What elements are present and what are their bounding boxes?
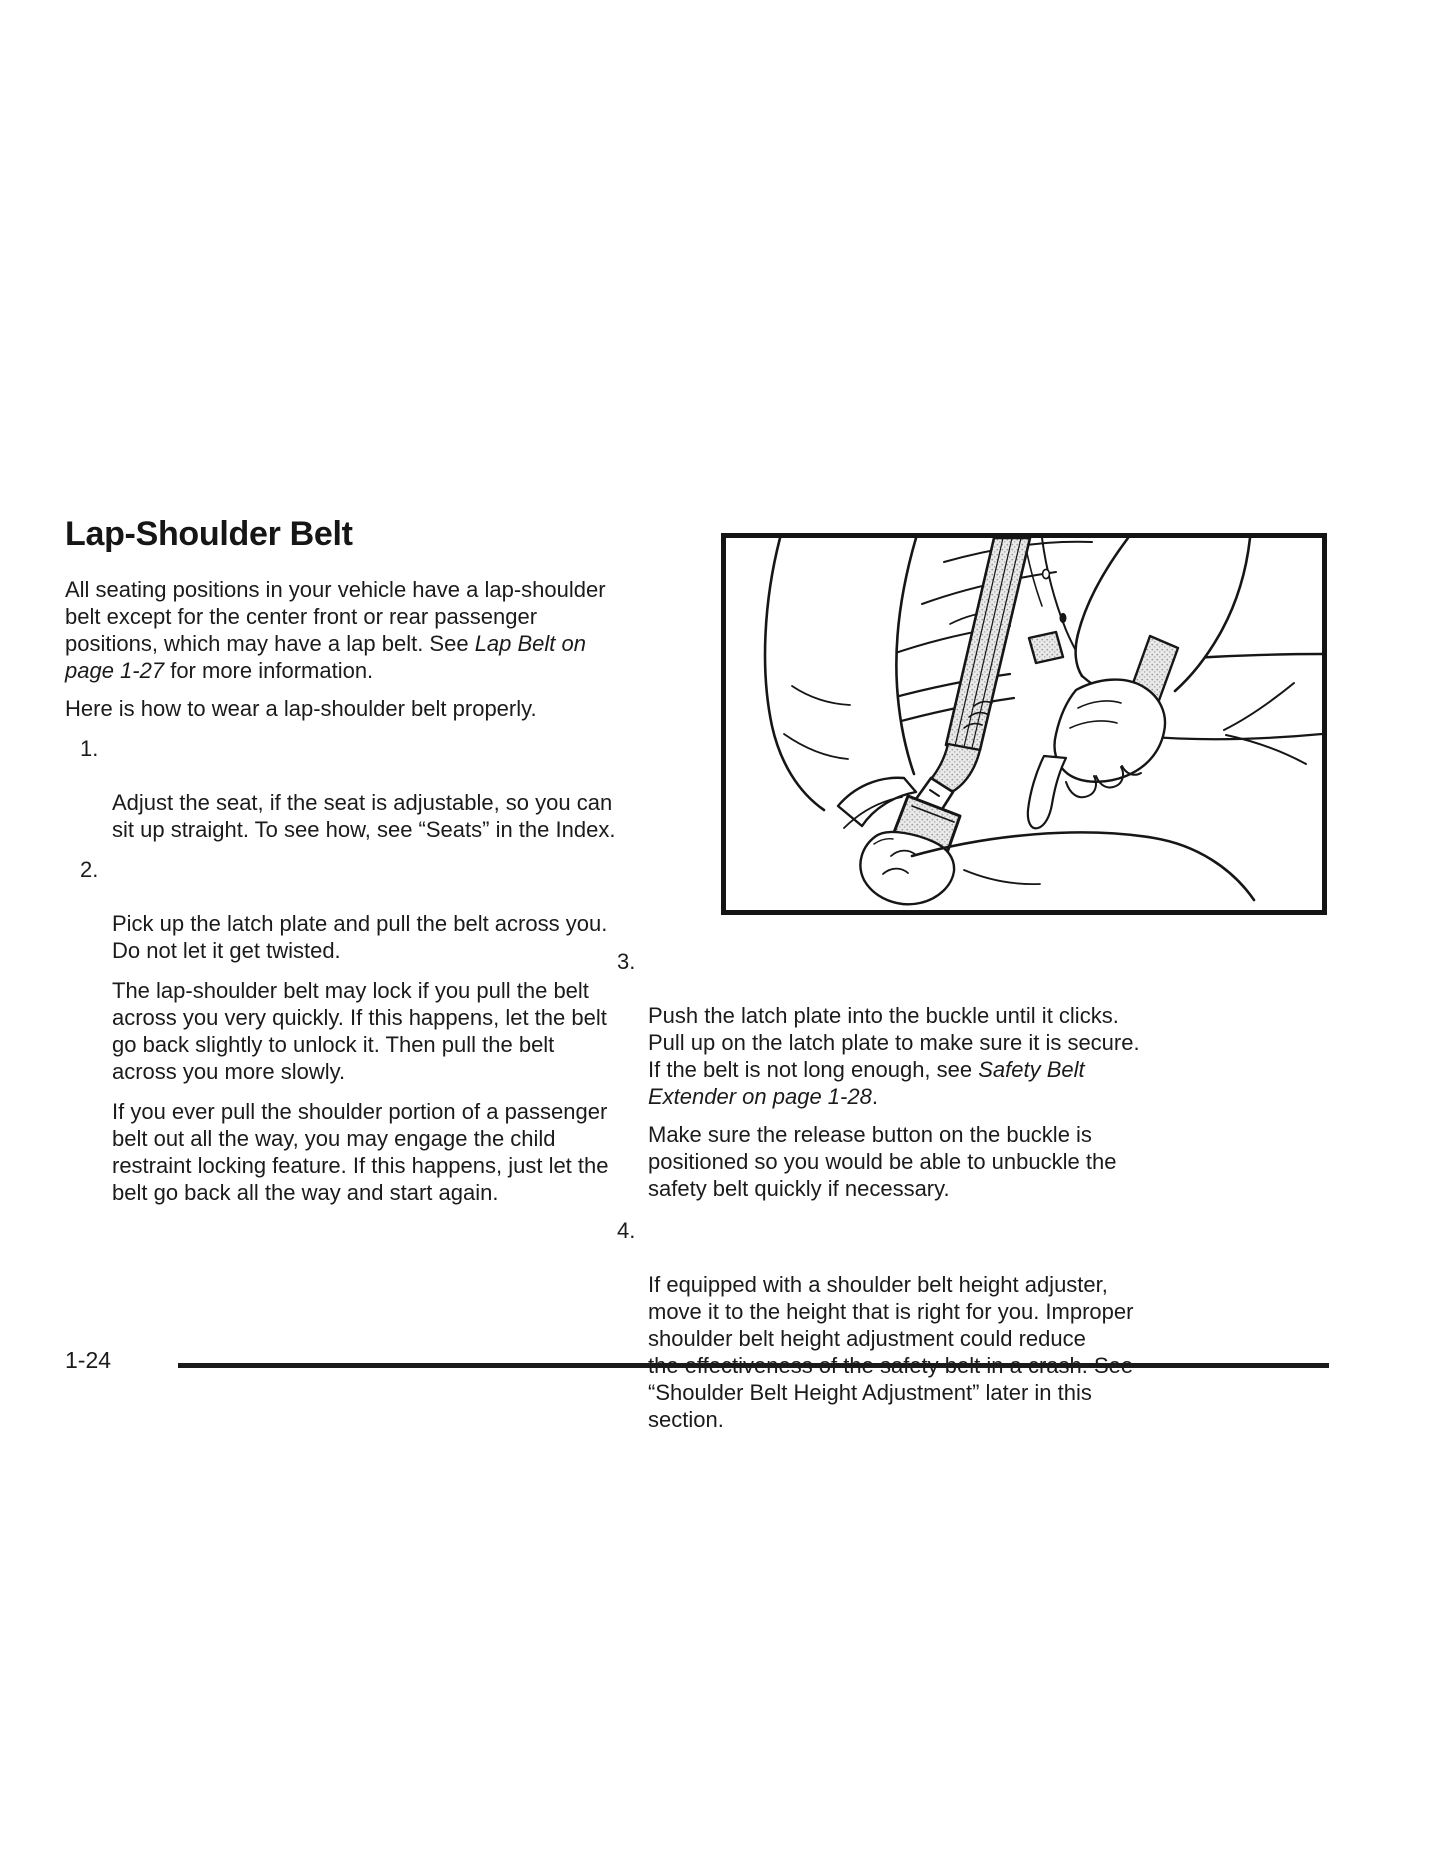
step2-note-lock: The lap-shoulder belt may lock if you pu…	[112, 978, 607, 1084]
list-item-1: 1. Adjust the seat, if the seat is adjus…	[65, 735, 725, 843]
list-item-number: 3.	[617, 949, 636, 974]
step2-note-child-restraint: If you ever pull the shoulder portion of…	[112, 1099, 609, 1205]
list-item-number: 1.	[80, 736, 99, 761]
list-item-text: Pick up the latch plate and pull the bel…	[112, 911, 608, 963]
list-item-4: 4. If equipped with a shoulder belt heig…	[617, 1217, 1317, 1433]
note-cross-reference: Safety Belt Extender on page 1-28	[648, 1057, 1085, 1109]
intro-paragraph: All seating positions in your vehicle ha…	[65, 576, 725, 684]
right-column: 3. Push the latch plate into the buckle …	[617, 948, 1317, 1433]
footer-divider	[178, 1363, 1329, 1368]
list-item-number: 2.	[80, 857, 99, 882]
intro-text: All seating positions in your vehicle ha…	[65, 577, 606, 656]
left-column: Lap-Shoulder Belt All seating positions …	[65, 514, 725, 1206]
seat-belt-buckling-illustration	[763, 536, 1324, 906]
list-item-number: 4.	[617, 1218, 636, 1243]
list-item-3: 3. Push the latch plate into the buckle …	[617, 948, 1317, 1029]
note-text-end: .	[871, 1084, 878, 1109]
intro-cross-reference: Lap Belt on page 1-27	[65, 631, 586, 683]
note-text: Pull up on the latch plate to make sure …	[648, 1030, 1140, 1082]
lead-in-paragraph: Here is how to wear a lap-shoulder belt …	[65, 696, 537, 721]
list-item-2: 2. Pick up the latch plate and pull the …	[65, 856, 725, 964]
list-item-text: If equipped with a shoulder belt height …	[648, 1272, 1134, 1432]
intro-text-end: for more information.	[164, 658, 374, 683]
page-number: 1-24	[65, 1347, 112, 1373]
list-item-text: Adjust the seat, if the seat is adjustab…	[112, 790, 616, 842]
step3-note-release-button: Make sure the release button on the buck…	[648, 1122, 1117, 1201]
seat-belt-figure	[721, 533, 1327, 915]
step3-note-secure: Pull up on the latch plate to make sure …	[617, 1029, 1317, 1110]
list-item-text: Push the latch plate into the buckle unt…	[648, 1003, 1119, 1028]
page-title: Lap-Shoulder Belt	[65, 515, 353, 553]
